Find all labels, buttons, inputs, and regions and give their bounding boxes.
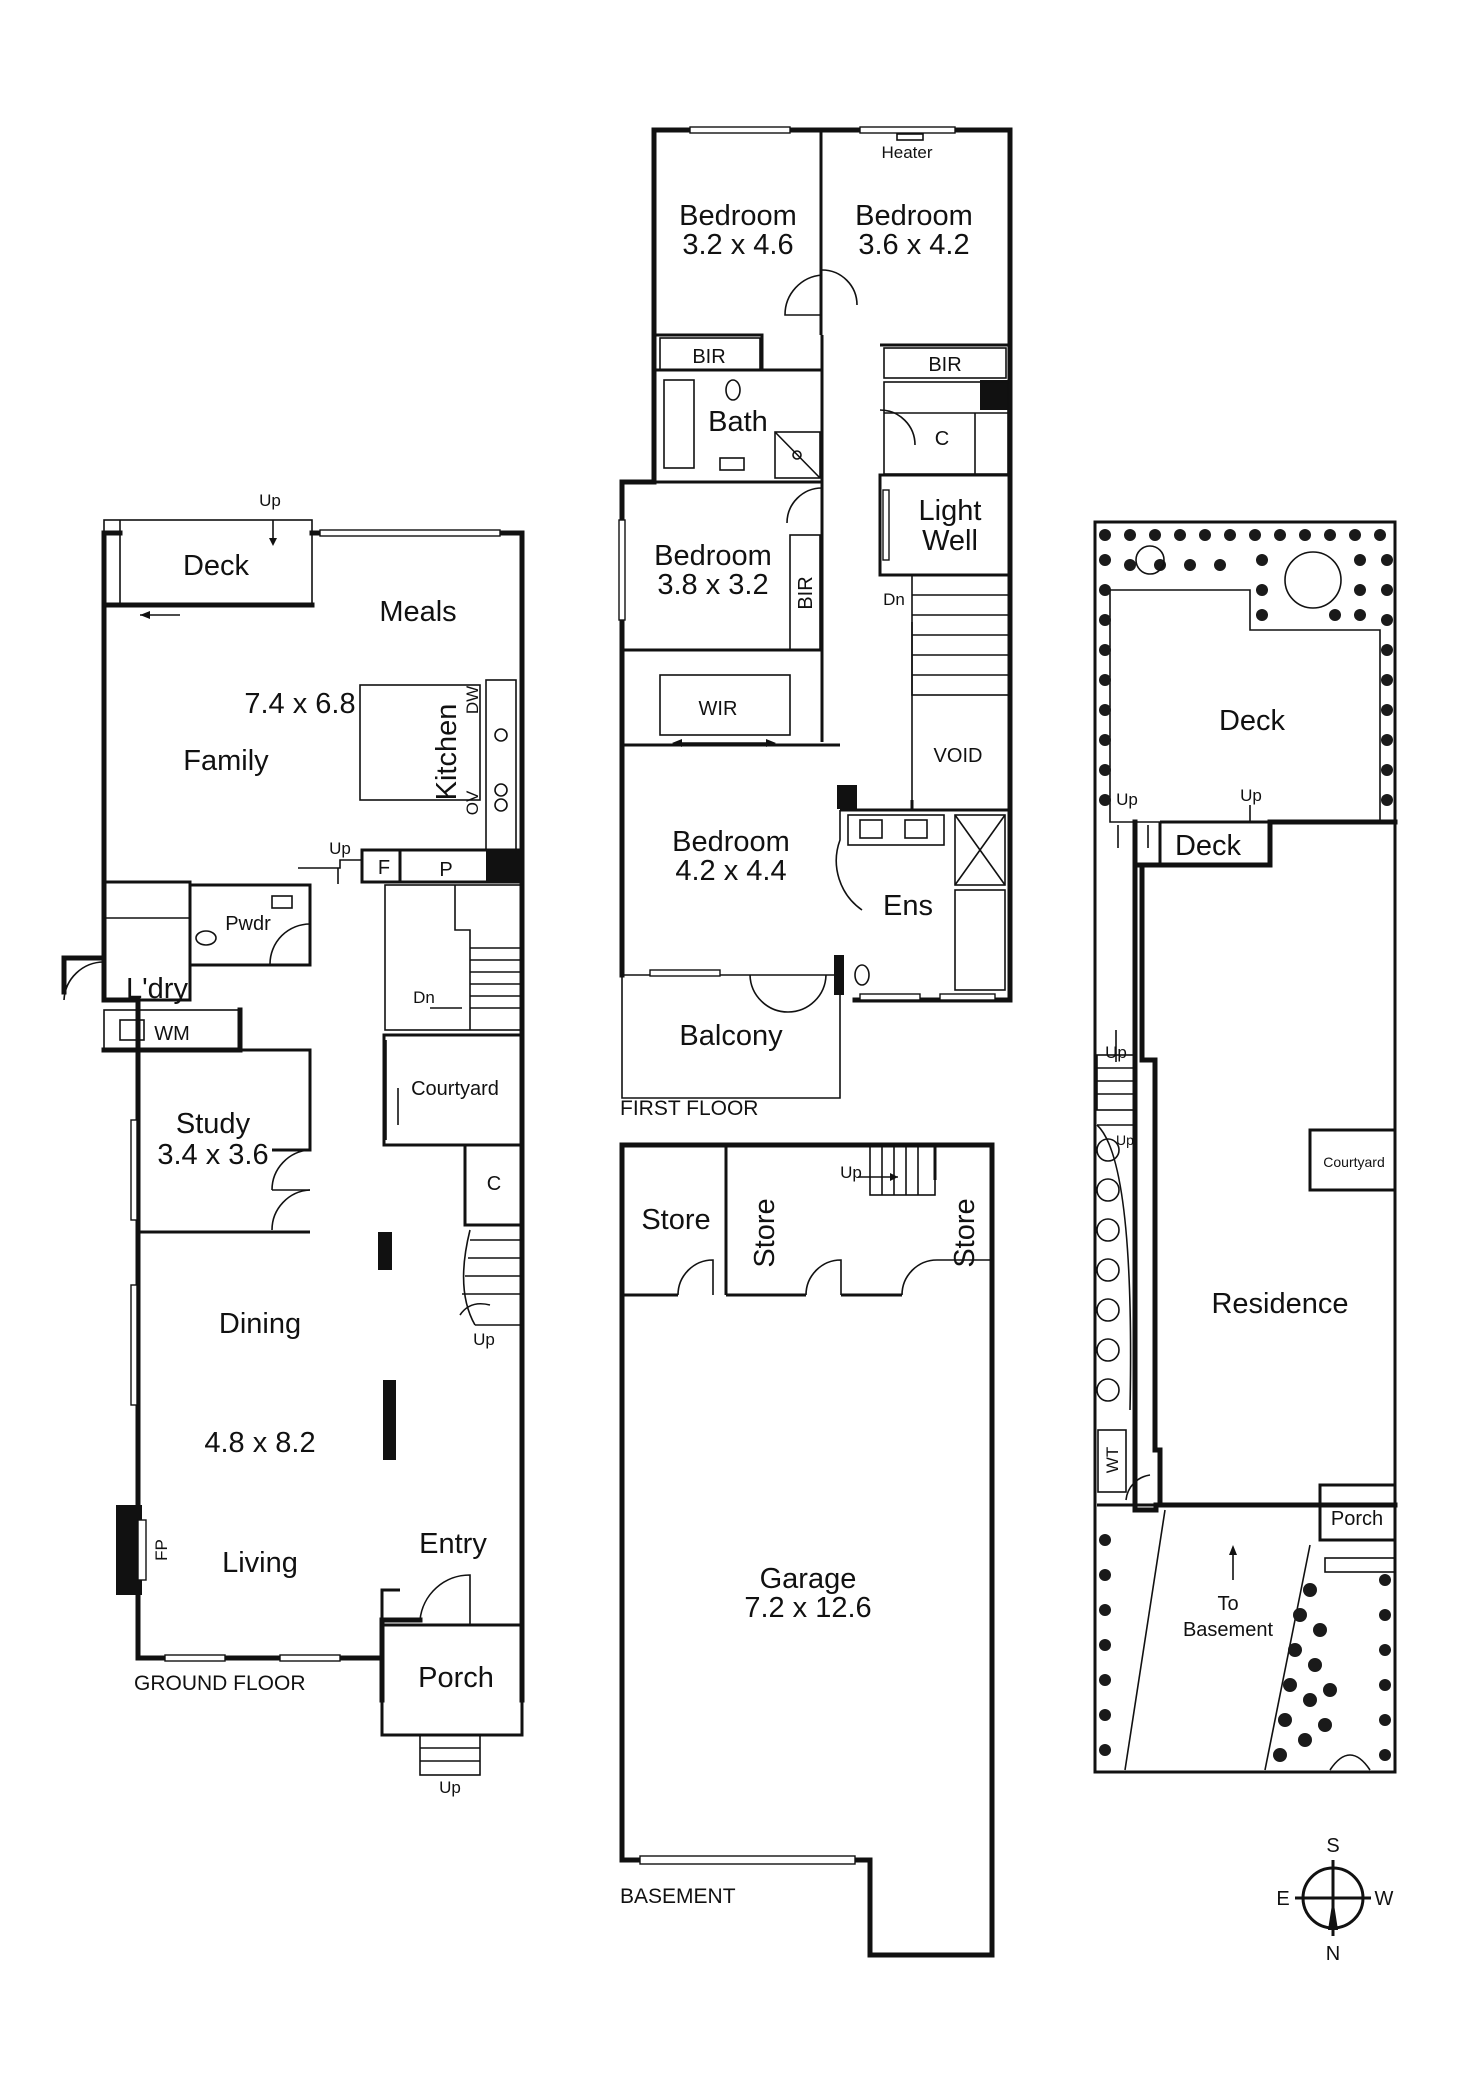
gf-courtyard-label: Courtyard	[411, 1078, 499, 1100]
bs-store2-label: Store	[749, 1198, 781, 1267]
first-floor-caption: FIRST FLOOR	[620, 1097, 758, 1120]
ff-bir1-label: BIR	[692, 346, 725, 368]
bs-garage-dim: 7.2 x 12.6	[744, 1592, 871, 1624]
hedge-dots	[1099, 529, 1393, 1762]
site-up2-label: Up	[1240, 786, 1262, 805]
gf-f-label: F	[378, 857, 390, 879]
site-to-label: To	[1217, 1593, 1238, 1615]
ff-bed4-dim: 4.2 x 4.4	[675, 855, 786, 887]
site-wt-label: WT	[1103, 1447, 1122, 1473]
bs-garage-label: Garage	[760, 1563, 857, 1595]
basement-plan: Store Store Store Up Garage 7.2 x 12.6 B…	[619, 1142, 995, 1958]
bs-store1-label: Store	[641, 1204, 710, 1236]
gf-pwdr-label: Pwdr	[225, 913, 271, 935]
ff-bir3-label: BIR	[795, 576, 817, 609]
compass-w-label: W	[1375, 1888, 1394, 1910]
gf-wm-label: WM	[154, 1023, 190, 1045]
ff-bed4-label: Bedroom	[672, 826, 790, 858]
ff-bed3-dim: 3.8 x 3.2	[657, 569, 768, 601]
gf-up-deck-label: Up	[259, 491, 281, 510]
ff-wir-label: WIR	[699, 698, 738, 720]
site-up1-label: Up	[1116, 790, 1138, 809]
ff-bath-label: Bath	[708, 406, 768, 438]
gf-p-label: P	[439, 859, 452, 881]
gf-c-label: C	[487, 1173, 501, 1195]
ff-void-label: VOID	[934, 745, 983, 767]
gf-family-dim: 7.4 x 6.8	[244, 688, 355, 720]
gf-ldry-label: L'dry	[126, 973, 188, 1005]
basement-caption: BASEMENT	[620, 1885, 736, 1908]
gf-family-label: Family	[183, 745, 269, 777]
gf-dining-label: Dining	[219, 1308, 301, 1340]
site-porch-label: Porch	[1331, 1508, 1383, 1530]
ff-well-label: Well	[922, 525, 978, 557]
ff-heater-label: Heater	[881, 143, 932, 162]
gf-ov-label: OV	[463, 790, 482, 815]
ff-bed1-dim: 3.2 x 4.6	[682, 229, 793, 261]
compass-s-label: S	[1326, 1835, 1339, 1857]
ff-ens-label: Ens	[883, 890, 933, 922]
ff-bed2-dim: 3.6 x 4.2	[858, 229, 969, 261]
site-up3-label: Up	[1105, 1043, 1127, 1062]
gf-up-porch-label: Up	[439, 1778, 461, 1797]
site-deck-label: Deck	[1219, 705, 1286, 737]
site-plan: Deck Up Up Deck Up Up Courtyard Residenc…	[1093, 520, 1398, 1774]
ff-bir2-label: BIR	[928, 354, 961, 376]
ground-floor-caption: GROUND FLOOR	[134, 1672, 306, 1695]
compass-e-label: E	[1276, 1888, 1289, 1910]
gf-dn-label: Dn	[413, 988, 435, 1007]
gf-study-label: Study	[176, 1108, 251, 1140]
gf-entry-label: Entry	[419, 1528, 487, 1560]
gf-living-dim: 4.8 x 8.2	[204, 1427, 315, 1459]
ff-bed2-label: Bedroom	[855, 200, 973, 232]
gf-fp-label: FP	[152, 1539, 171, 1561]
ff-balcony-label: Balcony	[679, 1020, 783, 1052]
site-deck-small-label: Deck	[1175, 830, 1242, 862]
gf-dw-label: DW	[463, 686, 482, 714]
ground-floor-plan: Deck Up Meals 7.4 x 6.8 Family Kitchen D…	[61, 491, 525, 1797]
compass: S E W N	[1276, 1835, 1393, 1965]
ff-bed1-label: Bedroom	[679, 200, 797, 232]
ff-c-label: C	[935, 428, 949, 450]
site-basement-label: Basement	[1183, 1619, 1273, 1641]
bs-up-label: Up	[840, 1163, 862, 1182]
ff-dn-label: Dn	[883, 590, 905, 609]
gf-up-f-label: Up	[329, 839, 351, 858]
ff-light-label: Light	[919, 495, 982, 527]
site-up4-label: Up	[1116, 1132, 1134, 1148]
first-floor-plan: Heater Bedroom 3.2 x 4.6 Bedroom 3.6 x 4…	[618, 126, 1013, 1120]
bs-store3-label: Store	[949, 1198, 981, 1267]
ff-bed3-label: Bedroom	[654, 540, 772, 572]
compass-n-label: N	[1326, 1943, 1340, 1965]
site-courtyard-label: Courtyard	[1323, 1154, 1384, 1170]
gf-porch-label: Porch	[418, 1662, 494, 1694]
gf-living-label: Living	[222, 1547, 298, 1579]
gf-deck-label: Deck	[183, 550, 250, 582]
gf-kitchen-label: Kitchen	[431, 704, 463, 801]
gf-meals-label: Meals	[379, 596, 456, 628]
gf-study-dim: 3.4 x 3.6	[157, 1139, 268, 1171]
gf-up-stair-label: Up	[473, 1330, 495, 1349]
site-residence-label: Residence	[1211, 1288, 1348, 1320]
